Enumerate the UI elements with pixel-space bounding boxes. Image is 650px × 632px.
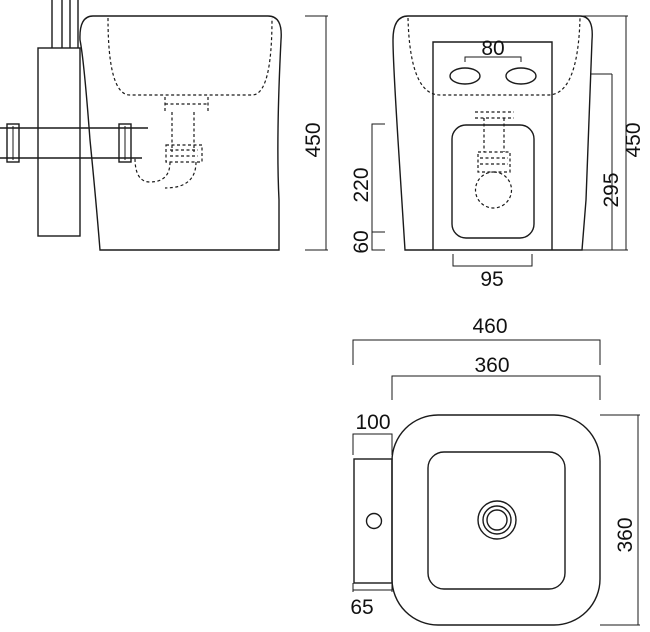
- side-body-outline: [79, 15, 282, 251]
- bowl-width-label: 360: [474, 354, 509, 377]
- drain-outer: [477, 500, 517, 540]
- side-height-label: 450: [302, 122, 325, 157]
- wall-plate: [37, 47, 81, 237]
- depth-label: 360: [614, 517, 637, 552]
- total-width-label: 460: [472, 315, 507, 338]
- tank-hole: [365, 512, 383, 530]
- front-view: 80 95 220 60 450 295: [350, 15, 645, 291]
- tap-hole-left: [449, 67, 481, 85]
- tank-offset-label: 65: [350, 596, 373, 619]
- tank-width-label: 100: [355, 411, 390, 434]
- outlet-width-label: 95: [480, 268, 503, 291]
- pipe-flange-left: [6, 123, 20, 163]
- drain-middle: [482, 505, 512, 535]
- floor-offset-label: 60: [350, 230, 373, 253]
- pipe-flange-right: [118, 123, 132, 163]
- side-view: 450: [0, 0, 328, 251]
- front-outlet-height-label: 295: [600, 172, 623, 207]
- rear-tank: [353, 458, 393, 584]
- outlet-height-label: 220: [350, 167, 373, 202]
- tap-hole-right: [505, 67, 537, 85]
- bowl-inner: [427, 451, 566, 590]
- top-view: 460 360 100 360 65: [350, 315, 640, 626]
- front-height-label: 450: [622, 122, 645, 157]
- bowl-outer-rim: [391, 414, 601, 626]
- front-body-outline: [392, 15, 593, 251]
- drain-inner: [486, 509, 508, 531]
- tap-spacing-label: 80: [481, 37, 504, 60]
- outlet-opening: [451, 124, 535, 239]
